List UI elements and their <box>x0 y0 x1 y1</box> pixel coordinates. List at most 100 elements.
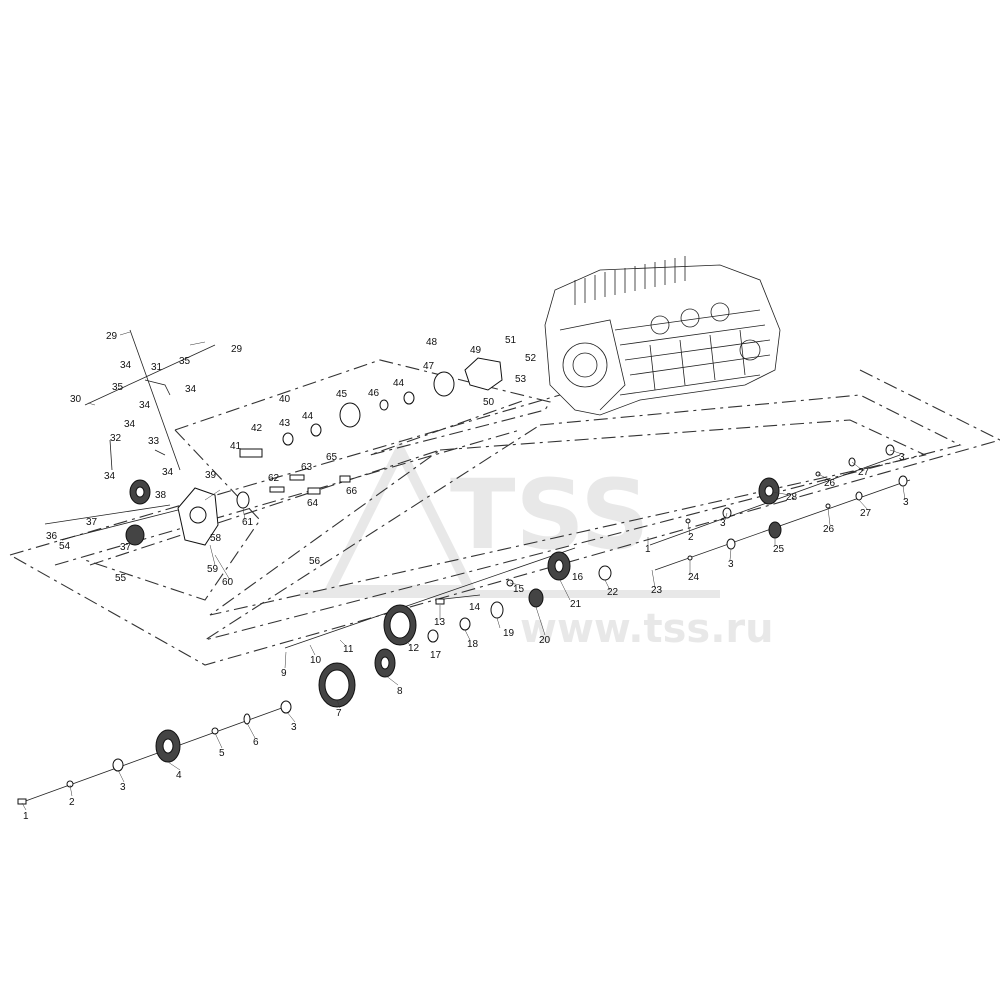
callout-50: 50 <box>483 397 495 408</box>
watermark: TSS www.tss.ru <box>300 438 774 652</box>
callout-36: 36 <box>46 531 58 542</box>
callout-1: 1 <box>645 544 651 555</box>
callout-40: 40 <box>279 394 291 405</box>
callout-3: 3 <box>291 722 297 733</box>
engine-block <box>544 256 781 416</box>
callout-28: 28 <box>786 492 798 503</box>
leader-line <box>509 538 776 636</box>
flange-part <box>339 402 361 428</box>
washer-part <box>687 555 693 561</box>
callout-29: 29 <box>231 344 243 355</box>
callout-11: 11 <box>343 644 354 655</box>
leader-line <box>87 331 246 581</box>
pipe-part <box>84 344 216 406</box>
gear-part <box>528 588 544 608</box>
gear-hub <box>380 656 390 670</box>
callout-6: 6 <box>253 737 259 748</box>
callout-34: 34 <box>104 471 116 482</box>
callout-56: 56 <box>309 556 321 567</box>
callout-37: 37 <box>120 542 132 553</box>
spacer-part <box>243 713 251 725</box>
callout-22: 22 <box>607 587 619 598</box>
callout-20: 20 <box>539 635 551 646</box>
callout-35: 35 <box>112 382 124 393</box>
callout-2: 2 <box>688 532 694 543</box>
bearing-part <box>403 391 415 405</box>
callout-18: 18 <box>467 639 479 650</box>
callout-3: 3 <box>728 559 734 570</box>
leader-lines <box>21 331 906 811</box>
parts <box>17 329 908 805</box>
watermark-url: www.tss.ru <box>520 606 774 652</box>
callout-2: 2 <box>69 797 75 808</box>
spacer-part <box>490 601 504 619</box>
callout-51: 51 <box>505 335 517 346</box>
callout-24: 24 <box>688 572 700 583</box>
callout-61: 61 <box>242 517 254 528</box>
callout-3: 3 <box>899 452 905 463</box>
callout-46: 46 <box>368 388 380 399</box>
shaft-axis-rear-2 <box>654 479 911 571</box>
gear-part <box>768 521 782 539</box>
callout-8: 8 <box>397 686 403 697</box>
gear-hub <box>135 486 145 498</box>
bracket-part <box>109 379 171 471</box>
group-outlines <box>9 359 1000 666</box>
callout-7: 7 <box>336 708 342 719</box>
shaft-axis-mid <box>284 547 576 649</box>
callout-48: 48 <box>426 337 438 348</box>
callout-29: 29 <box>106 331 118 342</box>
sleeve-part <box>339 475 351 483</box>
callout-25: 25 <box>773 544 785 555</box>
callout-3: 3 <box>720 518 726 529</box>
bearing-part <box>236 491 250 509</box>
callout-30: 30 <box>70 394 82 405</box>
front-cover-bore <box>189 506 207 524</box>
callout-54: 54 <box>59 541 71 552</box>
injection-pump-part <box>239 448 263 458</box>
callout-labels: 1 2 3 4 5 6 3 7 8 9 10 11 12 13 14 15 16… <box>23 331 909 822</box>
middle-group-outline <box>54 394 962 641</box>
inner-group-outline <box>89 419 927 616</box>
callout-35: 35 <box>179 356 191 367</box>
large-gear-web <box>389 611 411 639</box>
callout-16: 16 <box>572 572 584 583</box>
callout-14: 14 <box>469 602 481 613</box>
callout-27: 27 <box>858 467 870 478</box>
callout-58: 58 <box>210 533 222 544</box>
watermark-logo-text: TSS <box>450 459 649 571</box>
bolt-part <box>17 798 27 805</box>
callout-66: 66 <box>346 486 358 497</box>
ring-part <box>211 727 219 735</box>
gear-hub <box>554 559 564 573</box>
callout-63: 63 <box>301 462 313 473</box>
ring-part <box>855 491 863 501</box>
seal-part <box>282 432 294 446</box>
bearing-part <box>459 617 471 631</box>
callout-17: 17 <box>430 650 442 661</box>
callout-31: 31 <box>151 362 163 373</box>
pipe-part <box>129 329 181 471</box>
outer-group-outline <box>9 369 1000 666</box>
callout-19: 19 <box>503 628 515 639</box>
callout-26: 26 <box>823 524 835 535</box>
callout-65: 65 <box>326 452 338 463</box>
callout-44: 44 <box>302 411 314 422</box>
bearing-part <box>726 538 736 550</box>
sleeve-part <box>307 487 321 495</box>
callout-3: 3 <box>120 782 126 793</box>
callout-43: 43 <box>279 418 291 429</box>
washer-part <box>66 780 74 788</box>
bearing-part <box>379 399 389 411</box>
bearing-part <box>898 475 908 487</box>
callout-44: 44 <box>393 378 405 389</box>
callout-26: 26 <box>824 478 836 489</box>
seal-ring-part <box>433 371 455 397</box>
callout-32: 32 <box>110 433 122 444</box>
callout-62: 62 <box>268 473 280 484</box>
watermark-logo: TSS <box>300 438 720 598</box>
callout-37: 37 <box>86 517 98 528</box>
callout-34: 34 <box>124 419 136 430</box>
callout-33: 33 <box>148 436 160 447</box>
